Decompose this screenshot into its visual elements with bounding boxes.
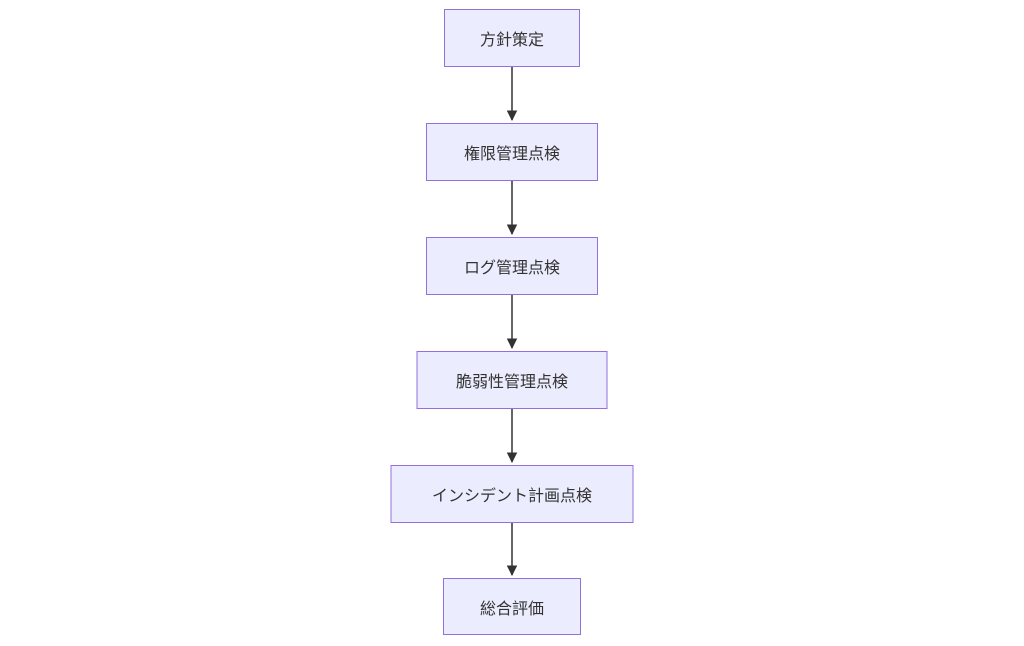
flow-node-label: ログ管理点検 <box>463 260 560 277</box>
flow-node-label: 権限管理点検 <box>463 146 560 163</box>
flow-node-logs: ログ管理点検 <box>426 237 598 295</box>
flow-node-label: インシデント計画点検 <box>431 488 592 505</box>
flow-node-label: 脆弱性管理点検 <box>455 374 568 391</box>
flow-node-permissions: 権限管理点検 <box>426 123 598 181</box>
flow-node-label: 総合評価 <box>479 600 544 618</box>
flow-node-incident: インシデント計画点検 <box>390 465 634 523</box>
flow-node-vulnerability: 脆弱性管理点検 <box>416 351 608 409</box>
flow-node-evaluation: 総合評価 <box>443 578 581 635</box>
flow-node-label: 方針策定 <box>479 32 544 49</box>
flow-node-policy: 方針策定 <box>444 9 580 67</box>
